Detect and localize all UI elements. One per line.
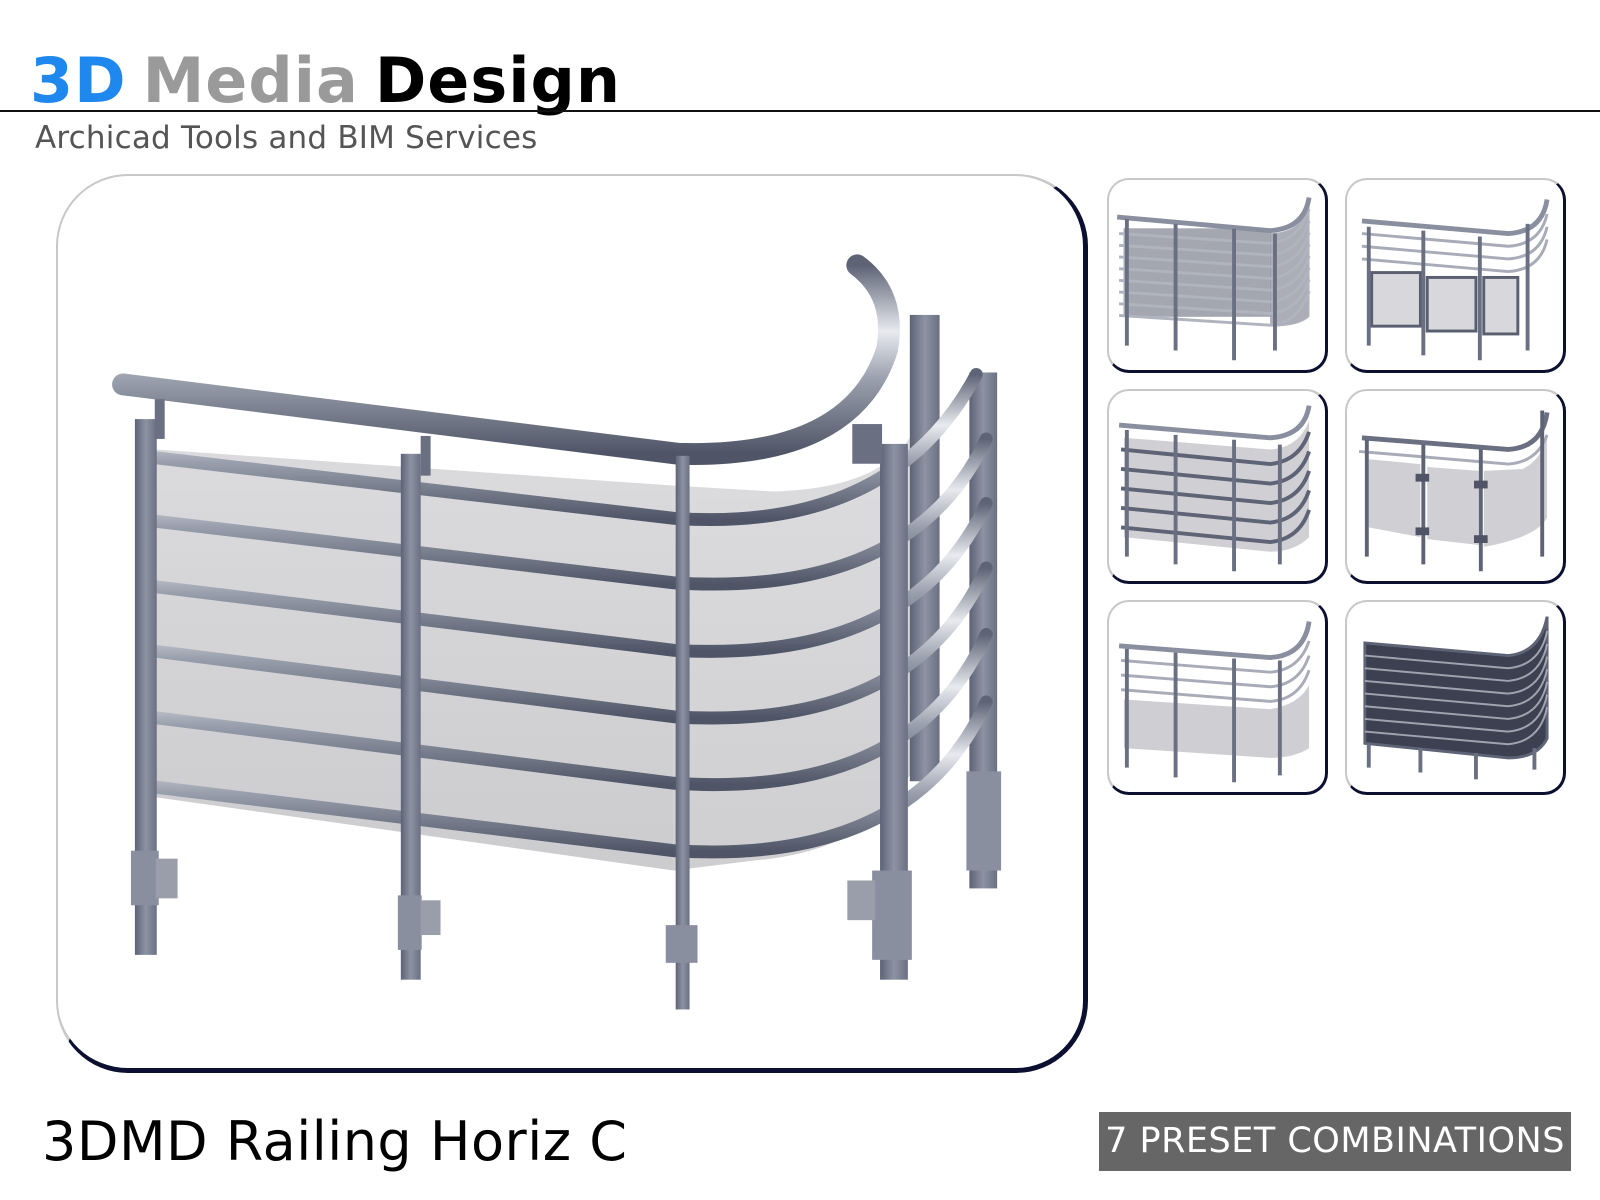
preset-thumbnail-1[interactable] <box>1107 178 1328 373</box>
main-product-image <box>56 174 1088 1073</box>
preset-thumbnail-2[interactable] <box>1345 178 1566 373</box>
preset-thumbnail-5[interactable] <box>1107 600 1328 795</box>
preset-thumbnail-4[interactable] <box>1345 389 1566 584</box>
preset-thumbnail-3[interactable] <box>1107 389 1328 584</box>
logo-design: Design <box>374 44 622 117</box>
tagline: Archicad Tools and BIM Services <box>35 120 538 156</box>
header-rule <box>0 110 1600 112</box>
preset-count-badge: 7 PRESET COMBINATIONS <box>1099 1112 1571 1171</box>
railing-preset-icon <box>1361 199 1550 361</box>
railing-preset-icon <box>1363 616 1549 780</box>
logo-media: Media <box>142 44 359 117</box>
product-title: 3DMD Railing Horiz C <box>42 1110 628 1173</box>
railing-render-icon <box>112 254 1002 1010</box>
railing-preset-icon <box>1358 410 1550 572</box>
railing-preset-icon <box>1116 197 1312 361</box>
preset-thumbnail-6[interactable] <box>1345 600 1566 795</box>
logo-3d: 3D <box>30 44 127 117</box>
railing-preset-icon <box>1118 405 1312 572</box>
railing-preset-icon <box>1118 621 1312 783</box>
